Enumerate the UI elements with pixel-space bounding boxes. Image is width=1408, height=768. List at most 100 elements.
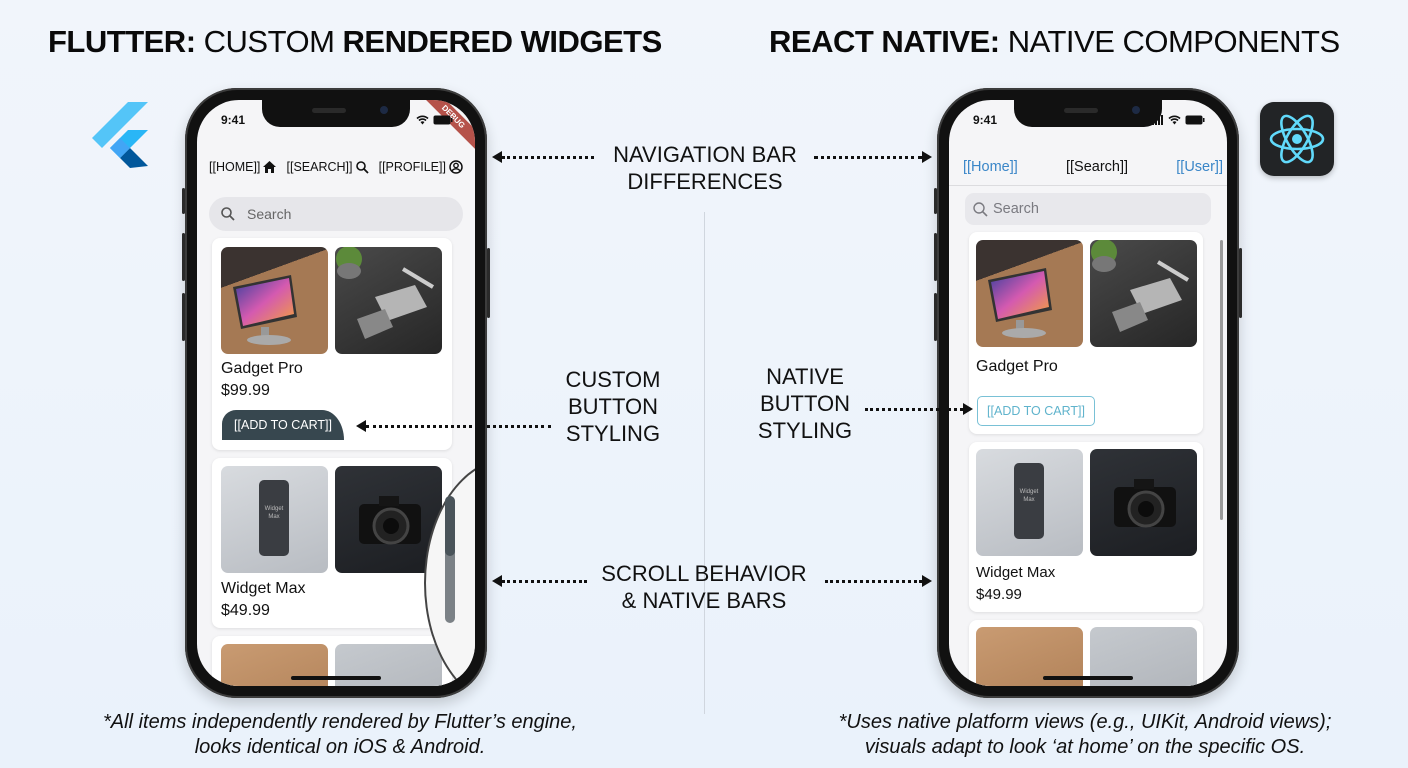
phone-side-button <box>1239 248 1242 318</box>
product-image-drive <box>1090 240 1197 347</box>
phone-side-button <box>934 188 937 214</box>
product-image-drive <box>335 247 442 354</box>
title-bold: REACT NATIVE: <box>769 24 1000 59</box>
product-price: $49.99 <box>976 586 1022 603</box>
product-image-tablet <box>221 247 328 354</box>
native-scrollbar[interactable] <box>1220 240 1223 520</box>
react-native-footnote: *Uses native platform views (e.g., UIKit… <box>770 710 1400 760</box>
annotation-scroll-behavior: SCROLL BEHAVIOR & NATIVE BARS <box>584 560 824 614</box>
custom-scrollbar-thumb[interactable] <box>445 496 455 556</box>
annotation-line: BUTTON <box>759 391 851 416</box>
react-native-title: REACT NATIVE: NATIVE COMPONENTS <box>769 24 1340 60</box>
annotation-line: & NATIVE BARS <box>621 588 787 613</box>
title-regular: NATIVE COMPONENTS <box>999 24 1340 59</box>
arrow-custom-button <box>356 420 551 432</box>
react-native-screen: 9:41 [[Home]] [[Search]] [[User]] Search <box>949 100 1227 686</box>
phone-side-button <box>182 233 185 281</box>
status-icons <box>1152 113 1205 127</box>
nav-home-link[interactable]: [[Home]] <box>963 158 1018 175</box>
annotation-line: SCROLL BEHAVIOR <box>601 561 807 586</box>
nav-home-label: [[HOME]] <box>209 160 261 174</box>
arrow-left-scroll <box>492 575 587 587</box>
annotation-line: BUTTON <box>567 394 659 419</box>
annotation-line: NATIVE <box>766 364 844 389</box>
nav-profile[interactable]: [[PROFILE]] <box>379 160 463 174</box>
title-bold: FLUTTER: <box>48 24 196 59</box>
product-name: Widget Max <box>976 564 1056 581</box>
nav-search[interactable]: [[SEARCH]] <box>287 160 369 174</box>
profile-icon <box>449 160 463 174</box>
phone-side-button <box>934 293 937 341</box>
product-image-camera <box>1090 449 1197 556</box>
search-icon <box>973 201 988 217</box>
battery-icon <box>1185 115 1205 125</box>
cellular-icon <box>1152 115 1163 125</box>
nav-search-label: [[SEARCH]] <box>286 160 353 174</box>
add-to-cart-button[interactable]: [[ADD TO CART]] <box>977 396 1095 426</box>
product-price: $49.99 <box>221 602 270 619</box>
product-price: $99.99 <box>221 382 270 399</box>
react-native-phone-mockup: 9:41 [[Home]] [[Search]] [[User]] Search <box>934 88 1242 698</box>
status-bar: 9:41 <box>221 113 453 127</box>
search-placeholder: Search <box>247 206 292 222</box>
annotation-line: STYLING <box>757 418 853 443</box>
phone-side-button <box>487 248 490 318</box>
footnote-line: visuals adapt to look ‘at home’ on the s… <box>864 736 1306 758</box>
svg-text:Widget: Widget <box>1020 489 1039 495</box>
status-icons <box>416 113 453 127</box>
product-card: Gadget Pro $99.99 [[ADD TO CART]] <box>212 238 452 450</box>
flutter-footnote: *All items independently rendered by Flu… <box>40 710 640 760</box>
product-name: Widget Max <box>221 580 306 597</box>
nav-title: [[Search]] <box>1066 158 1129 175</box>
annotation-custom-button: CUSTOM BUTTON STYLING <box>548 366 678 447</box>
annotation-line: DIFFERENCES <box>627 169 783 194</box>
arrow-left-nav <box>492 151 594 163</box>
notch <box>1014 100 1162 127</box>
arrow-right-nav <box>814 151 932 163</box>
status-bar: 9:41 <box>973 113 1205 127</box>
svg-text:Max: Max <box>1023 497 1034 503</box>
annotation-native-button: NATIVE BUTTON STYLING <box>740 363 870 444</box>
flutter-logo-icon <box>90 100 150 172</box>
title-bold: RENDERED WIDGETS <box>342 24 663 59</box>
flutter-navigation-bar: [[HOME]] [[SEARCH]] [[PROFILE]] <box>209 160 463 174</box>
product-name: Gadget Pro <box>221 360 303 377</box>
native-search-input[interactable]: Search <box>965 193 1211 225</box>
arrow-right-scroll <box>825 575 932 587</box>
annotation-line: CUSTOM <box>565 367 661 392</box>
flutter-search-input[interactable]: Search <box>209 197 463 231</box>
status-time: 9:41 <box>221 113 246 127</box>
home-indicator <box>291 676 381 680</box>
annotation-line: STYLING <box>565 421 661 446</box>
search-placeholder: Search <box>993 201 1039 217</box>
phone-side-button <box>182 188 185 214</box>
nav-profile-label: [[PROFILE]] <box>378 160 446 174</box>
product-image-tablet <box>976 240 1083 347</box>
center-divider <box>704 212 705 714</box>
arrow-native-button <box>865 403 973 415</box>
wifi-icon <box>1168 115 1181 125</box>
svg-text:Max: Max <box>268 514 279 520</box>
search-icon <box>221 207 235 221</box>
nav-user-link[interactable]: [[User]] <box>1176 158 1223 175</box>
add-to-cart-button[interactable]: [[ADD TO CART]] <box>222 410 344 440</box>
product-name: Gadget Pro <box>976 358 1058 375</box>
custom-scrollbar-track[interactable] <box>445 496 455 623</box>
product-image-camera <box>335 466 442 573</box>
native-navigation-bar: [[Home]] [[Search]] [[User]] <box>949 148 1227 186</box>
flutter-title: FLUTTER: CUSTOM RENDERED WIDGETS <box>48 24 662 60</box>
search-icon <box>355 160 369 174</box>
flutter-phone-mockup: DEBUG 9:41 [[HOME]] [[SEARCH]] [[PROFILE… <box>182 88 490 698</box>
home-indicator <box>1043 676 1133 680</box>
home-icon <box>263 161 277 173</box>
phone-side-button <box>934 233 937 281</box>
footnote-line: looks identical on iOS & Android. <box>194 736 486 758</box>
annotation-line: NAVIGATION BAR <box>613 142 797 167</box>
nav-home[interactable]: [[HOME]] <box>209 160 277 174</box>
battery-icon <box>433 115 453 125</box>
phone-side-button <box>182 293 185 341</box>
